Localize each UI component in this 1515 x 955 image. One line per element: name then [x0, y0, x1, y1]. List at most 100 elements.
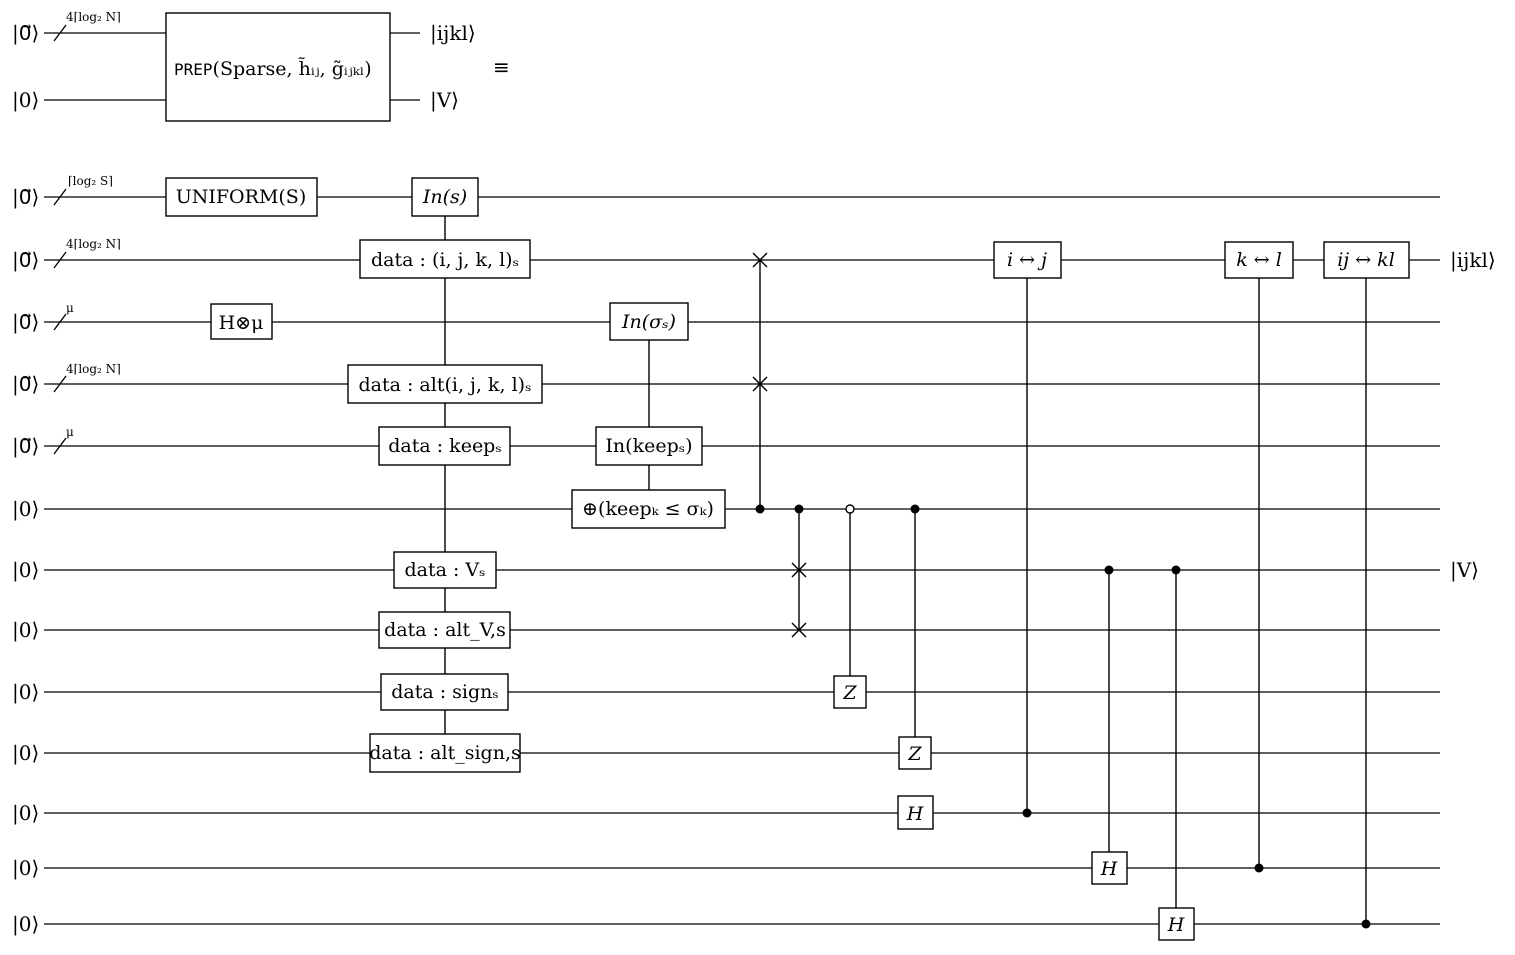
header-circuit: |0⃗⟩ |0⟩ 4⌈log₂ N⌉ PREP(Sparse, h̃ᵢⱼ, g̃…	[12, 10, 510, 122]
bus-slash	[53, 188, 67, 206]
compare-gate	[571, 489, 726, 529]
data-altV-gate	[378, 611, 511, 649]
data-altsign-gate	[369, 733, 521, 773]
data-keep-label: data : keepₛ	[388, 435, 502, 457]
equiv-symbol: ≡	[493, 55, 510, 79]
header-bus-label: 4⌈log₂ N⌉	[66, 10, 121, 24]
input-labels: |0⃗⟩ |0⃗⟩ |0⃗⟩ |0⃗⟩ |0⃗⟩ |0⟩ |0⟩ |0⟩ |0⟩…	[12, 185, 39, 937]
bus-label-4: μ	[66, 425, 74, 439]
input-label-1: |0⃗⟩	[12, 248, 39, 273]
data-alt-ijkl-label: data : alt(i, j, k, l)ₛ	[359, 374, 532, 396]
open-control-dot	[845, 504, 855, 514]
input-label-10: |0⟩	[12, 801, 39, 826]
swap-ij-label: i ↔ j	[1007, 249, 1047, 271]
h-gate-1	[897, 795, 934, 830]
control-dot	[1361, 919, 1371, 929]
input-label-9: |0⟩	[12, 741, 39, 766]
h-gate-3-label: H	[1167, 914, 1185, 936]
input-label-12: |0⟩	[12, 912, 39, 937]
bus-label-0: ⌈log₂ S⌉	[68, 174, 113, 188]
data-altV-label: data : alt_V,s	[384, 619, 506, 641]
data-keep-gate	[378, 426, 511, 466]
bus-slash	[53, 437, 67, 455]
input-label-2: |0⃗⟩	[12, 310, 39, 335]
z-gate-2-label: Z	[907, 743, 922, 765]
output-label-ijkl: |ijkl⟩	[1450, 248, 1496, 273]
controls	[755, 504, 1371, 929]
input-label-5: |0⟩	[12, 497, 39, 522]
swap-crosses	[752, 252, 807, 638]
h-gate-2-label: H	[1100, 858, 1118, 880]
z-gate-1-label: Z	[842, 682, 857, 704]
swap-ijkl-gate	[1323, 241, 1410, 279]
z-gate-2	[898, 736, 932, 770]
swap-kl-gate	[1224, 241, 1294, 279]
input-label-11: |0⟩	[12, 856, 39, 881]
z-gate-1	[833, 675, 867, 709]
data-sign-label: data : signₛ	[391, 681, 499, 703]
swap-ij-gate	[993, 241, 1062, 279]
input-label-6: |0⟩	[12, 558, 39, 583]
bus-slashes	[53, 188, 67, 455]
bus-slash	[53, 375, 67, 393]
data-ijkl-gate	[359, 239, 531, 279]
bus-slash	[53, 313, 67, 331]
control-dot	[1171, 565, 1181, 575]
swap-cross	[791, 562, 807, 578]
data-V-gate	[393, 551, 497, 589]
h-gate-2	[1091, 851, 1128, 885]
in-keep-label: In(keepₛ)	[605, 435, 692, 457]
bus-label-1: 4⌈log₂ N⌉	[66, 237, 121, 251]
input-label-7: |0⟩	[12, 618, 39, 643]
prep-gate-label: PREP(Sparse, h̃ᵢⱼ, g̃ᵢⱼₖₗ)	[174, 57, 372, 80]
control-dot	[1254, 863, 1264, 873]
input-label-4: |0⃗⟩	[12, 434, 39, 459]
bus-label-2: μ	[66, 301, 74, 315]
input-label-8: |0⟩	[12, 680, 39, 705]
header-input-2: |0⟩	[12, 88, 39, 113]
in-s-label: In(s)	[422, 186, 467, 208]
bus-labels: ⌈log₂ S⌉ 4⌈log₂ N⌉ μ 4⌈log₂ N⌉ μ	[66, 174, 121, 439]
prep-gate	[165, 12, 391, 122]
bus-slash	[53, 251, 67, 269]
uniform-gate	[165, 177, 318, 217]
main-wires	[44, 196, 1440, 925]
output-label-V: |V⟩	[1450, 558, 1479, 583]
in-s-gate	[411, 177, 479, 217]
hadamard-mu-label: H⊗μ	[219, 312, 264, 334]
data-altsign-label: data : alt_sign,s	[369, 742, 521, 764]
bus-slash	[53, 24, 67, 42]
swap-cross	[791, 622, 807, 638]
gates: UNIFORM(S) H⊗μ In(s) data : (i, j, k, l)…	[165, 177, 1410, 941]
swap-kl-label: k ↔ l	[1236, 249, 1282, 271]
control-dot	[910, 504, 920, 514]
data-ijkl-label: data : (i, j, k, l)ₛ	[371, 249, 519, 271]
bus-label-3: 4⌈log₂ N⌉	[66, 362, 121, 376]
in-sigma-gate	[609, 302, 689, 341]
hadamard-mu-gate	[210, 303, 273, 340]
swap-cross	[752, 252, 768, 268]
input-label-0: |0⃗⟩	[12, 185, 39, 210]
data-sign-gate	[380, 673, 509, 711]
control-dot	[1104, 565, 1114, 575]
header-output-2: |V⟩	[430, 88, 459, 113]
header-output-1: |ijkl⟩	[430, 21, 476, 46]
in-sigma-label: In(σₛ)	[621, 311, 676, 333]
h-gate-3	[1158, 907, 1195, 941]
control-dot	[1022, 808, 1032, 818]
h-gate-1-label: H	[906, 803, 924, 825]
swap-cross	[752, 376, 768, 392]
data-alt-ijkl-gate	[347, 364, 543, 404]
in-keep-gate	[595, 426, 703, 466]
swap-ijkl-label: ij ↔ kl	[1337, 249, 1395, 271]
control-dot	[794, 504, 804, 514]
uniform-gate-label: UNIFORM(S)	[176, 186, 307, 208]
input-label-3: |0⃗⟩	[12, 372, 39, 397]
data-V-label: data : Vₛ	[404, 559, 485, 581]
control-dot	[755, 504, 765, 514]
header-input-1: |0⃗⟩	[12, 21, 39, 46]
compare-label: ⊕(keepₖ ≤ σₖ)	[582, 498, 714, 520]
vertical-connections	[444, 215, 1367, 924]
output-labels: |ijkl⟩ |V⟩	[1450, 248, 1496, 583]
